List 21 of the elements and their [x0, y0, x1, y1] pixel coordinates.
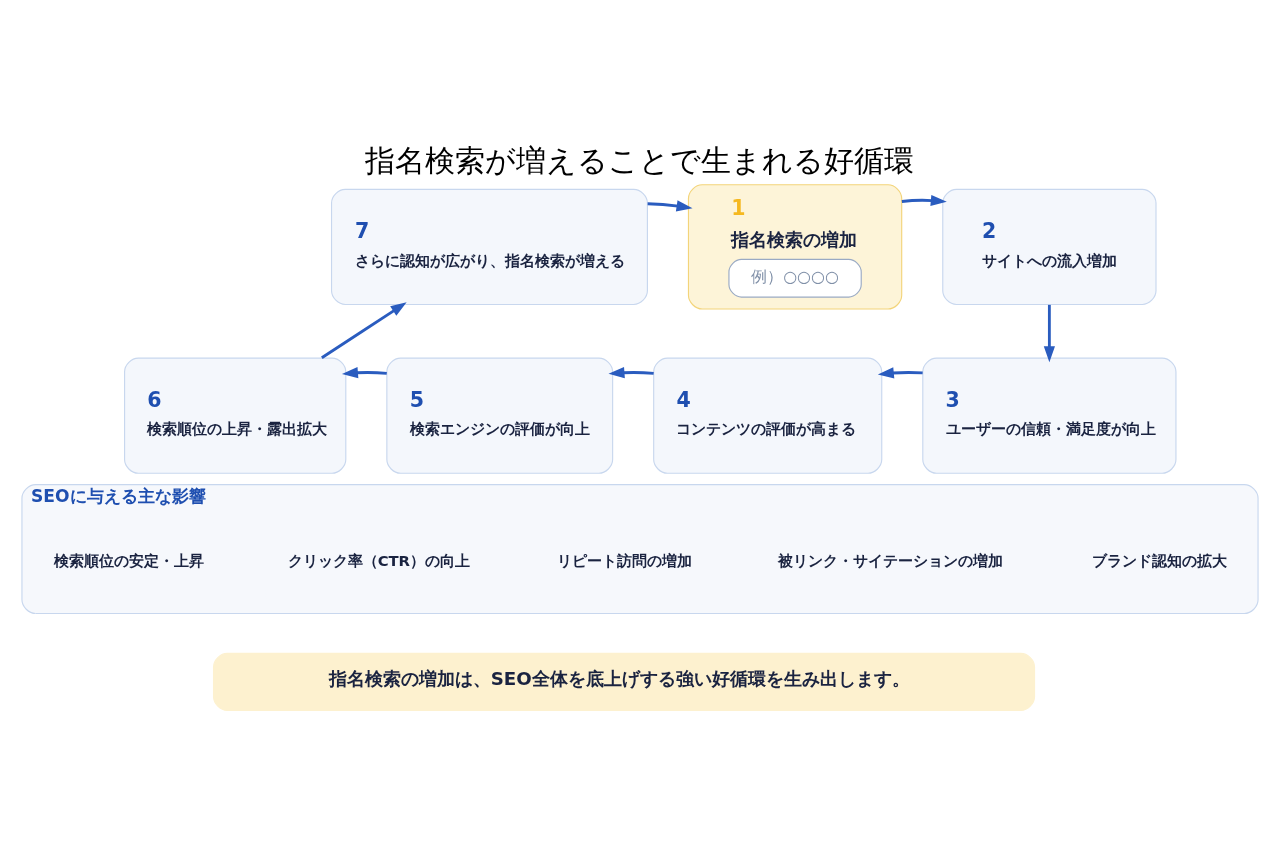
node-text: クリック率（CTR）の向上: [287, 552, 471, 570]
diagram-title: 指名検索が増えることで生まれる好循環: [365, 142, 915, 178]
node-text: リピート訪問の増加: [556, 552, 692, 570]
arrow: [647, 200, 693, 212]
arrow: [901, 194, 947, 207]
arrow: [877, 367, 923, 379]
node-box: 1 指名検索の増加 例）○○○○: [687, 184, 903, 310]
node-box: 4 コンテンツの評価が高まる: [653, 357, 883, 474]
node-box: 2 サイトへの流入増加: [942, 188, 1157, 306]
node-box: 6 検索順位の上昇・露出拡大: [124, 357, 347, 474]
node-box: 3 ユーザーの信頼・満足度が向上: [922, 357, 1177, 474]
arrow: [321, 302, 407, 359]
node-box: 7 さらに認知が広がり、指名検索が増える: [330, 188, 648, 306]
arrow: [1043, 304, 1055, 363]
node-text: ブランド認知の拡大: [1091, 552, 1227, 570]
node-box: 5 検索エンジンの評価が向上: [386, 357, 614, 474]
node-box: 指名検索の増加は、SEO全体を底上げする強い好循環を生み出します。: [212, 652, 1036, 711]
node-text: 検索順位の安定・上昇: [53, 552, 204, 570]
arrow: [341, 367, 387, 379]
arrow: [608, 367, 654, 379]
node-text: 被リンク・サイテーションの増加: [777, 552, 1003, 570]
